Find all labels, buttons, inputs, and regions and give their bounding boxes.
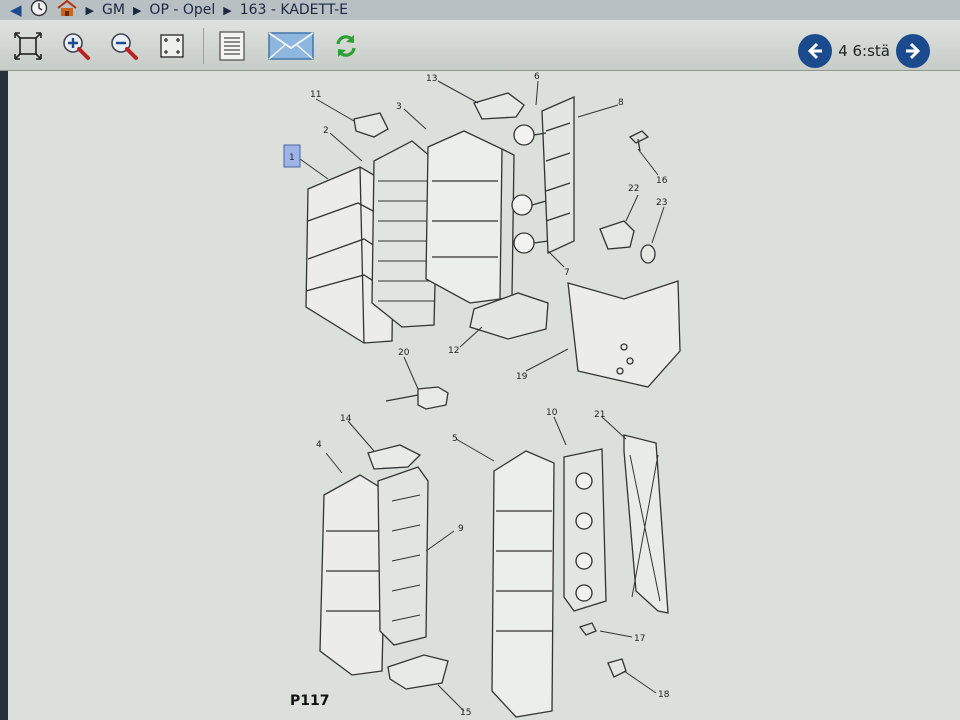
list-icon	[219, 31, 245, 61]
part-lamp-base[interactable]	[469, 292, 549, 340]
zoom-in-button[interactable]	[60, 30, 92, 62]
callout-18[interactable]: 18	[658, 690, 670, 700]
part-bulb-holder-lower[interactable]	[563, 448, 607, 612]
part-lamp-cap[interactable]	[367, 444, 422, 470]
toolbar-divider	[203, 28, 204, 64]
callout-4[interactable]: 4	[316, 440, 322, 450]
part-screw-16[interactable]	[628, 130, 650, 152]
callout-1[interactable]: 1	[289, 153, 295, 163]
part-lamp-clip[interactable]	[353, 112, 389, 138]
callout-3[interactable]: 3	[396, 102, 402, 112]
zoom-in-icon	[63, 33, 90, 60]
zoom-out-button[interactable]	[108, 30, 140, 62]
part-lower-lens-left[interactable]	[319, 474, 387, 676]
part-switch[interactable]	[599, 220, 635, 250]
back-arrow-icon[interactable]: ◀	[10, 1, 22, 19]
envelope-icon	[268, 32, 314, 60]
breadcrumb-separator-icon: ▶	[132, 3, 142, 17]
diagram-page-code: P117	[290, 693, 330, 709]
callout-10[interactable]: 10	[546, 408, 558, 418]
breadcrumb-item-make[interactable]: GM	[102, 2, 125, 18]
breadcrumb-item-model[interactable]: 163 - KADETT-E	[239, 2, 348, 18]
home-icon[interactable]	[56, 0, 78, 20]
part-clip-18[interactable]	[607, 658, 627, 678]
arrow-left-icon	[808, 42, 823, 60]
breadcrumb-item-brand[interactable]: OP - Opel	[149, 2, 216, 18]
callout-17[interactable]: 17	[634, 634, 645, 644]
part-lamp-housing[interactable]	[371, 140, 439, 328]
callout-20[interactable]: 20	[398, 348, 410, 358]
next-page-button[interactable]	[896, 34, 930, 68]
history-clock-icon[interactable]	[30, 0, 48, 20]
refresh-icon	[336, 35, 356, 57]
part-bulb-holder[interactable]	[511, 96, 575, 254]
part-reflector-plate[interactable]	[567, 280, 681, 388]
part-seal-ring[interactable]	[640, 244, 656, 264]
part-screw-17[interactable]	[578, 622, 597, 636]
part-lower-lens-right[interactable]	[491, 450, 555, 718]
email-button[interactable]	[266, 30, 316, 62]
callout-14[interactable]: 14	[340, 414, 352, 424]
callout-15[interactable]: 15	[460, 708, 471, 718]
callout-9[interactable]: 9	[458, 524, 464, 534]
breadcrumb-separator-icon: ▶	[223, 3, 232, 17]
callout-21[interactable]: 21	[594, 410, 605, 420]
callout-6[interactable]: 6	[534, 72, 540, 82]
page-indicator: 4 6:stä	[838, 42, 890, 60]
refresh-button[interactable]	[330, 30, 362, 62]
callout-16[interactable]: 16	[656, 176, 668, 186]
callout-23[interactable]: 23	[656, 198, 667, 208]
arrow-right-icon	[906, 42, 921, 60]
callout-12[interactable]: 12	[448, 346, 459, 356]
part-gasket[interactable]	[623, 434, 669, 614]
zoom-out-icon	[111, 33, 138, 60]
page-navigation: 4 6:stä	[798, 34, 930, 68]
callout-2[interactable]: 2	[323, 126, 329, 136]
breadcrumb-separator-icon: ▶	[85, 3, 95, 17]
fit-to-window-icon	[14, 32, 42, 60]
window-left-border	[0, 71, 8, 720]
exploded-parts-diagram: 1 2 3 4 5 6 7 8 9 10 11 12 13 14 15 16 1…	[283, 72, 681, 718]
actual-size-icon	[160, 34, 184, 58]
callout-22[interactable]: 22	[628, 184, 639, 194]
callout-19[interactable]: 19	[516, 372, 528, 382]
diagram-viewer[interactable]: 1 2 3 4 5 6 7 8 9 10 11 12 13 14 15 16 1…	[8, 71, 960, 720]
callout-5[interactable]: 5	[452, 434, 458, 444]
actual-size-button[interactable]	[156, 30, 188, 62]
parts-list-button[interactable]	[216, 30, 248, 62]
toolbar: 4 6:stä	[0, 20, 960, 71]
callout-13[interactable]: 13	[426, 74, 437, 84]
previous-page-button[interactable]	[798, 34, 833, 68]
part-circuit-board-left[interactable]	[377, 466, 429, 646]
part-lens-frame[interactable]	[425, 130, 515, 304]
part-bulb[interactable]	[385, 386, 449, 410]
callout-7[interactable]: 7	[564, 268, 570, 278]
callout-11[interactable]: 11	[310, 90, 321, 100]
fit-to-window-button[interactable]	[12, 30, 44, 62]
breadcrumb: ◀ ▶ GM ▶ OP - Opel ▶ 163 - KADETT-E	[0, 0, 960, 21]
callout-1-highlight[interactable]	[283, 144, 301, 168]
part-bottom-cap[interactable]	[387, 654, 449, 690]
callout-8[interactable]: 8	[618, 98, 624, 108]
part-connector-clip[interactable]	[473, 92, 525, 120]
